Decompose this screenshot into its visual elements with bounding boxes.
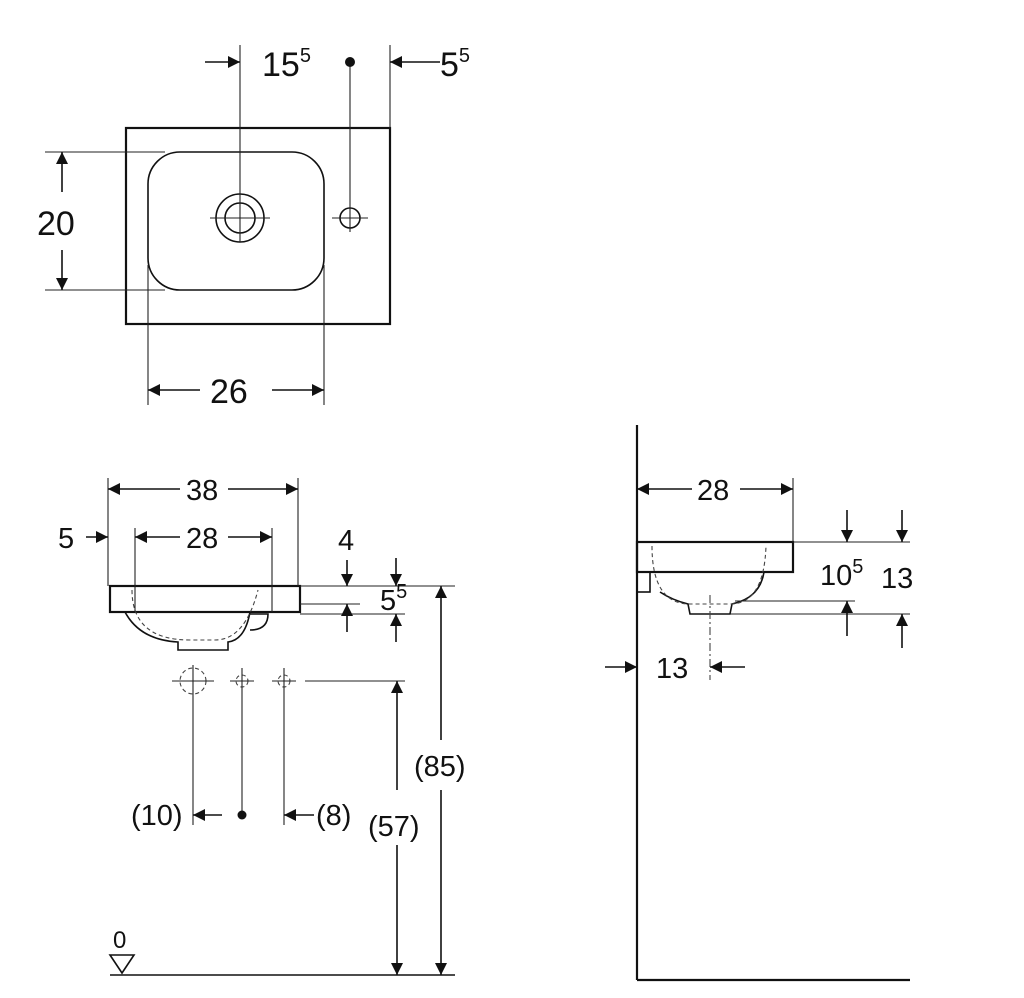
dim-rim-height-floor: (85) [414, 751, 466, 783]
dim-rim-thickness: 55 [380, 581, 407, 617]
dim-total-height: 13 [881, 563, 913, 595]
dim-tap-offset: 55 [440, 45, 470, 84]
bowl-outline [147, 151, 325, 291]
dim-pipe-left: (10) [131, 800, 183, 832]
side-bracket [636, 571, 651, 593]
front-rim [108, 584, 302, 614]
dim-drain-offset: 155 [262, 45, 311, 84]
dim-rim-height: 4 [338, 525, 354, 557]
dim-overall-width: 38 [186, 475, 218, 507]
dim-drain-from-wall: 13 [656, 653, 688, 685]
dim-pipe-height: (57) [368, 811, 420, 843]
dim-bowl-height: 105 [820, 556, 863, 592]
basin-outline [124, 126, 392, 326]
top-view: 155 55 20 26 [37, 45, 470, 411]
side-rim [635, 540, 795, 574]
dim-projection: 28 [697, 475, 729, 507]
dim-bowl-width: 26 [210, 373, 248, 411]
dim-bowl-depth: 20 [37, 205, 75, 243]
dim-pipe-right: (8) [316, 800, 351, 832]
floor-level-label: 0 [113, 927, 126, 954]
dim-side-offset: 5 [58, 523, 74, 555]
floor-level-icon [108, 954, 136, 975]
dim-inner-width: 28 [186, 523, 218, 555]
front-bowl [124, 611, 251, 651]
front-view: 38 5 28 4 55 [58, 475, 466, 976]
tap-axis-dot [345, 57, 355, 67]
side-view: 28 105 13 13 [605, 425, 913, 982]
